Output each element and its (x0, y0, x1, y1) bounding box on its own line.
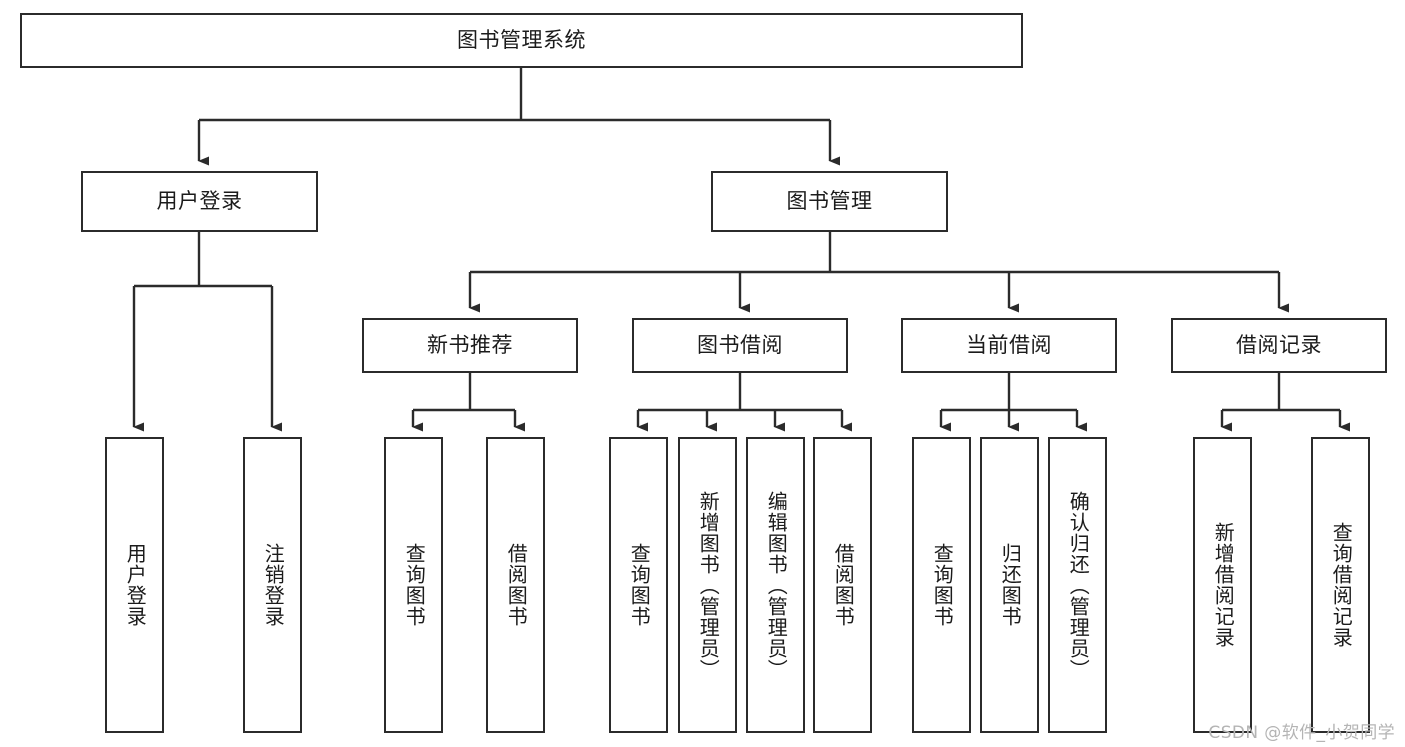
leaf-add-borrow-record[interactable]: 新增借阅记录 (1193, 437, 1252, 733)
leaf-logout-label: 注销登录 (261, 543, 286, 627)
leaf-query-book-label: 查询图书 (627, 543, 652, 627)
leaf-confirm-return-admin-label: 确认归还（管理员） (1066, 490, 1091, 680)
node-book-borrow-label: 图书借阅 (697, 333, 783, 358)
node-root[interactable]: 图书管理系统 (20, 13, 1023, 68)
leaf-return-book[interactable]: 归还图书 (980, 437, 1039, 733)
node-borrow-record-label: 借阅记录 (1236, 333, 1322, 358)
node-new-book-recommend-label: 新书推荐 (427, 333, 513, 358)
node-new-book-recommend[interactable]: 新书推荐 (362, 318, 578, 373)
leaf-borrow-book-label: 借阅图书 (831, 543, 856, 627)
leaf-edit-book-admin[interactable]: 编辑图书（管理员） (746, 437, 805, 733)
watermark: CSDN @软件_小贺同学 (1208, 723, 1395, 743)
leaf-add-book-admin-label: 新增图书（管理员） (696, 490, 721, 680)
leaf-edit-book-admin-label: 编辑图书（管理员） (764, 490, 789, 680)
node-current-borrow-label: 当前借阅 (966, 333, 1052, 358)
node-book-manage[interactable]: 图书管理 (711, 171, 948, 232)
leaf-query-book[interactable]: 查询图书 (609, 437, 668, 733)
leaf-borrow-book-recommend-label: 借阅图书 (504, 543, 529, 627)
node-book-borrow[interactable]: 图书借阅 (632, 318, 848, 373)
node-current-borrow[interactable]: 当前借阅 (901, 318, 1117, 373)
leaf-borrow-book-recommend[interactable]: 借阅图书 (486, 437, 545, 733)
leaf-query-book-recommend[interactable]: 查询图书 (384, 437, 443, 733)
leaf-confirm-return-admin[interactable]: 确认归还（管理员） (1048, 437, 1107, 733)
leaf-add-book-admin[interactable]: 新增图书（管理员） (678, 437, 737, 733)
leaf-query-borrow-record-label: 查询借阅记录 (1329, 522, 1354, 648)
leaf-logout[interactable]: 注销登录 (243, 437, 302, 733)
leaf-query-borrow-record[interactable]: 查询借阅记录 (1311, 437, 1370, 733)
leaf-add-borrow-record-label: 新增借阅记录 (1211, 522, 1236, 648)
leaf-return-book-label: 归还图书 (998, 543, 1023, 627)
leaf-query-book-current[interactable]: 查询图书 (912, 437, 971, 733)
node-borrow-record[interactable]: 借阅记录 (1171, 318, 1387, 373)
leaf-query-book-current-label: 查询图书 (930, 543, 955, 627)
node-book-manage-label: 图书管理 (786, 189, 873, 214)
leaf-user-login[interactable]: 用户登录 (105, 437, 164, 733)
leaf-user-login-label: 用户登录 (123, 543, 148, 627)
node-user-login-label: 用户登录 (156, 189, 243, 214)
leaf-query-book-recommend-label: 查询图书 (402, 543, 427, 627)
node-root-label: 图书管理系统 (457, 28, 586, 53)
node-user-login[interactable]: 用户登录 (81, 171, 318, 232)
leaf-borrow-book[interactable]: 借阅图书 (813, 437, 872, 733)
